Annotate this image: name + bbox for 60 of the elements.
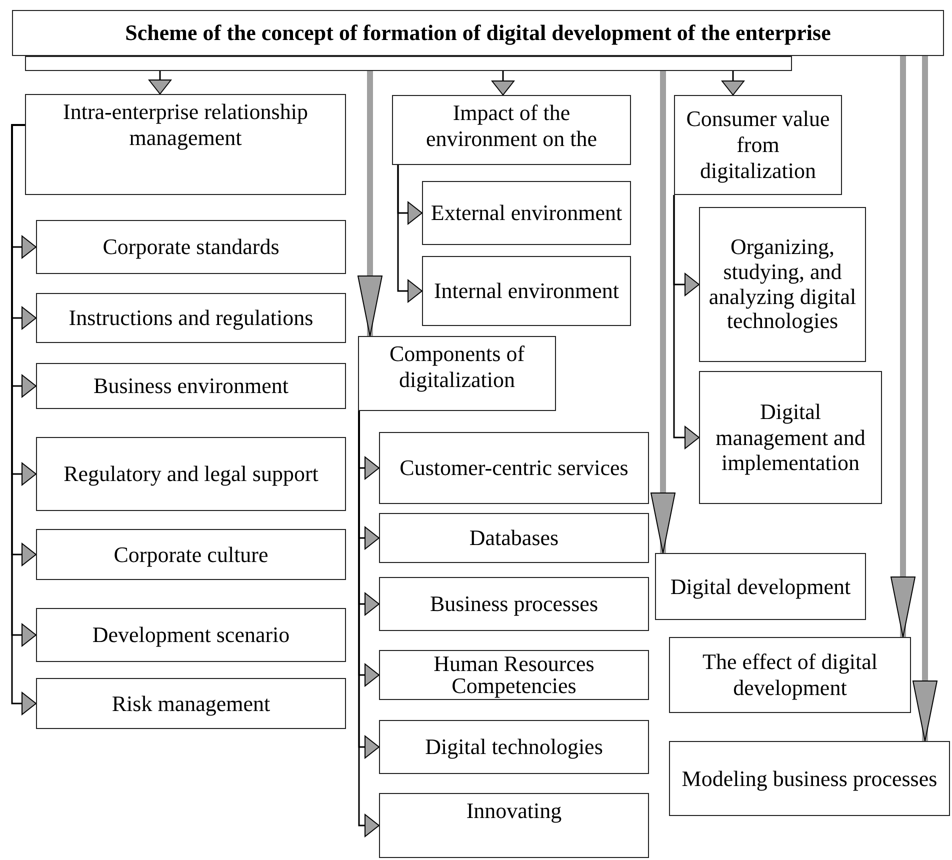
block-arrow xyxy=(722,71,744,96)
block-arrow xyxy=(148,71,172,94)
process-box xyxy=(674,95,842,195)
process-box xyxy=(669,637,911,713)
process-box xyxy=(655,553,866,620)
title-text: Scheme of the concept of formation of digital development of the enterprise xyxy=(125,20,831,46)
box-label: Corporate culture xyxy=(114,542,268,568)
process-box xyxy=(392,95,631,165)
process-box xyxy=(379,577,649,631)
box-label: External environment xyxy=(430,200,622,226)
box-label: Digital technologies xyxy=(425,734,603,760)
process-box xyxy=(36,678,346,729)
bus-bar xyxy=(25,56,792,71)
box-label: Innovating xyxy=(466,798,562,824)
process-box xyxy=(25,94,346,195)
box-label: Digital development xyxy=(670,574,851,600)
process-box xyxy=(36,608,346,662)
box-label: Risk management xyxy=(112,690,270,716)
box-label: Organizing, studying, and analyzing digital technologies xyxy=(708,235,858,334)
box-label: Internal environment xyxy=(434,278,620,304)
box-label: Corporate standards xyxy=(102,234,280,260)
process-box xyxy=(36,363,346,409)
box-label: Consumer value from digitalization xyxy=(685,106,831,184)
box-label: Business processes xyxy=(430,591,598,617)
process-box xyxy=(36,529,346,580)
box-label: The effect of digital development xyxy=(702,649,878,701)
box-label: Instructions and regulations xyxy=(68,305,314,331)
box-label: Impact of the environment on the xyxy=(424,100,598,152)
process-box xyxy=(699,207,866,362)
long-arrow xyxy=(358,71,382,336)
box-label: Regulatory and legal support xyxy=(64,461,318,487)
box-label: Databases xyxy=(469,525,559,551)
process-box xyxy=(422,181,631,245)
process-box xyxy=(379,432,649,504)
process-box xyxy=(379,513,649,563)
process-box xyxy=(36,293,346,343)
process-box xyxy=(36,437,346,511)
process-box xyxy=(669,741,950,816)
long-arrow xyxy=(912,56,938,742)
block-arrow xyxy=(397,165,422,302)
process-box xyxy=(358,336,556,411)
title-box xyxy=(12,10,944,56)
box-label: Development scenario xyxy=(92,622,290,648)
block-arrow xyxy=(673,195,700,449)
process-box xyxy=(422,256,631,326)
long-arrow xyxy=(890,56,916,638)
box-label: Customer-centric services xyxy=(400,455,628,481)
box-label: Digital management and implementation xyxy=(714,398,866,476)
box-label: Modeling business processes xyxy=(682,766,938,792)
process-box xyxy=(379,650,649,700)
box-label: Human Resources Competencies xyxy=(432,653,596,697)
long-arrow xyxy=(650,71,676,554)
process-box xyxy=(379,720,649,774)
box-label: Intra-enterprise relationship management xyxy=(62,99,309,150)
box-label: Business environment xyxy=(94,373,288,399)
block-arrow xyxy=(492,71,514,96)
box-label: Components of digitalization xyxy=(388,341,526,392)
process-box xyxy=(379,793,649,858)
process-box xyxy=(699,371,882,504)
process-box xyxy=(36,220,346,274)
